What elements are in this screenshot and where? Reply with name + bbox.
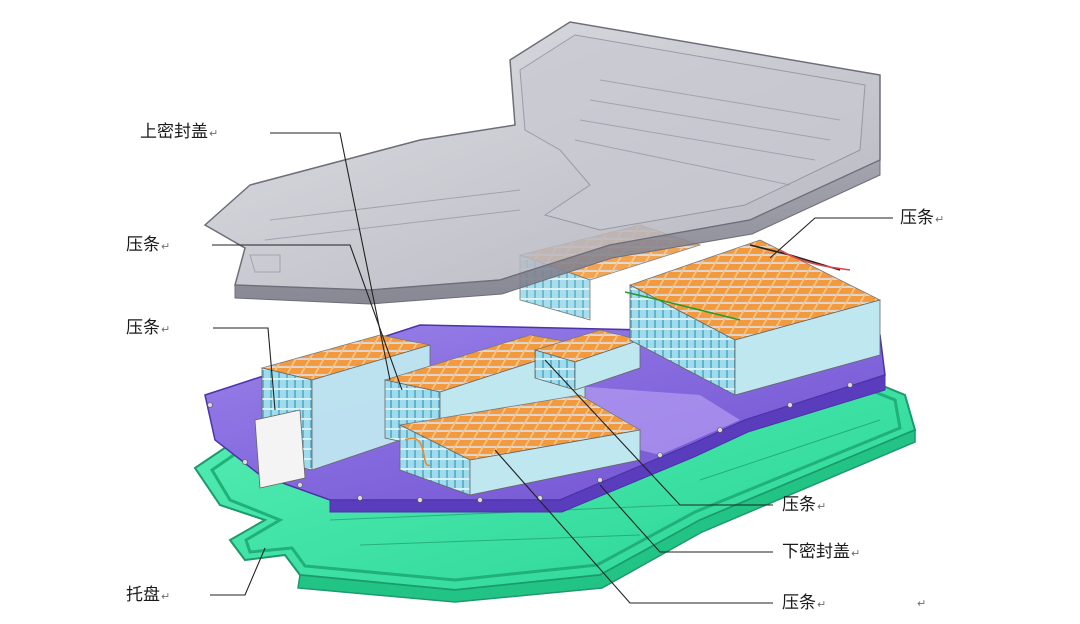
label-upper-seal-cover: 上密封盖↵ (140, 122, 219, 142)
label-lower-seal-cover: 下密封盖↵ (782, 542, 861, 562)
leader-press-strip-right-bottom (494, 449, 773, 604)
leader-upper-seal-cover (270, 132, 391, 381)
paragraph-mark-icon: ↵ (817, 598, 827, 611)
label-press-strip-right-mid: 压条↵ (782, 495, 827, 515)
leader-press-strip-left-1 (212, 244, 403, 391)
label-press-strip-right-top: 压条↵ (900, 208, 945, 228)
leader-press-strip-right-mid (544, 359, 773, 506)
paragraph-mark-icon: ↵ (161, 323, 171, 336)
leader-press-strip-left-2 (213, 327, 276, 411)
paragraph-mark-icon: ↵ (161, 590, 171, 603)
label-press-strip-right-bottom: 压条↵ (782, 593, 827, 613)
label-press-strip-left-1: 压条↵ (126, 235, 171, 255)
leader-lower-seal-cover (599, 484, 773, 553)
paragraph-mark-icon: ↵ (817, 500, 827, 513)
paragraph-mark-icon: ↵ (851, 547, 861, 560)
paragraph-mark-icon: ↵ (209, 127, 219, 140)
paragraph-mark-icon: ↵ (935, 213, 945, 226)
paragraph-mark-icon: ↵ (161, 240, 171, 253)
upper-seal-cover-part (203, 21, 881, 305)
trailing-paragraph-mark-icon: ↵ (917, 597, 927, 610)
leader-tray (210, 547, 266, 596)
label-press-strip-left-2: 压条↵ (126, 318, 171, 338)
label-tray: 托盘↵ (126, 585, 171, 605)
leader-lines (210, 132, 893, 604)
leader-press-strip-right-top (769, 217, 893, 259)
